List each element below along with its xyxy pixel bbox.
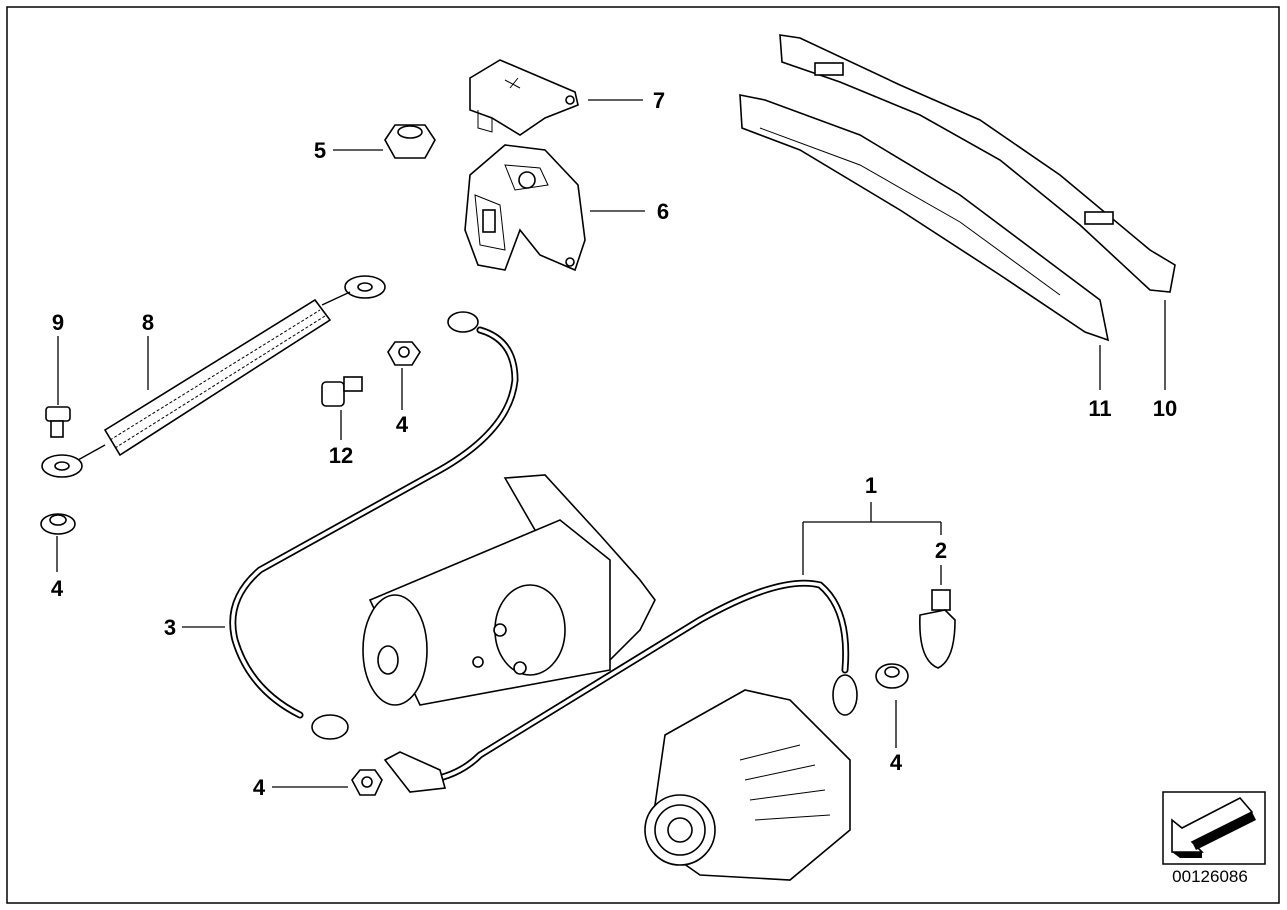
callout-4-a: 4 (396, 412, 409, 437)
callout-7: 7 (653, 88, 665, 113)
callout-8: 8 (142, 310, 154, 335)
callout-11: 11 (1088, 396, 1111, 421)
part-ground-strap (41, 275, 386, 478)
callout-2: 2 (935, 538, 947, 563)
callout-9: 9 (52, 310, 64, 335)
part-screw-12 (321, 376, 363, 407)
part-terminal-holder (464, 144, 586, 272)
part-alternator (644, 689, 851, 881)
callout-10: 10 (1153, 396, 1177, 421)
arrow-icon (1171, 796, 1254, 853)
callout-1: 1 (865, 473, 877, 498)
part-nut-5 (384, 124, 436, 159)
callout-4-b: 4 (51, 576, 64, 601)
diagram-frame (6, 6, 1280, 904)
callout-6: 6 (657, 199, 669, 224)
part-nut-4-b (40, 513, 76, 535)
part-cable-1 (383, 579, 858, 793)
callout-12: 12 (329, 443, 353, 468)
callout-5: 5 (314, 138, 326, 163)
direction-arrow-box (1162, 791, 1266, 865)
callout-3: 3 (164, 615, 176, 640)
part-cover-cap (469, 59, 579, 136)
part-cable-duct-10 (779, 34, 1176, 293)
part-bolt-9 (45, 406, 71, 438)
part-nut-4-d (875, 663, 909, 689)
image-code: 00126086 (1172, 867, 1248, 886)
leader-lines (56, 99, 1166, 788)
part-cable-3 (229, 311, 519, 740)
part-starter-motor (362, 474, 656, 706)
part-clip-2 (919, 589, 956, 669)
part-nut-4-a (387, 341, 421, 366)
part-cable-duct-11 (739, 94, 1110, 342)
part-nut-4-c (351, 769, 383, 796)
callout-4-d: 4 (890, 750, 903, 775)
callout-4-c: 4 (253, 775, 266, 800)
